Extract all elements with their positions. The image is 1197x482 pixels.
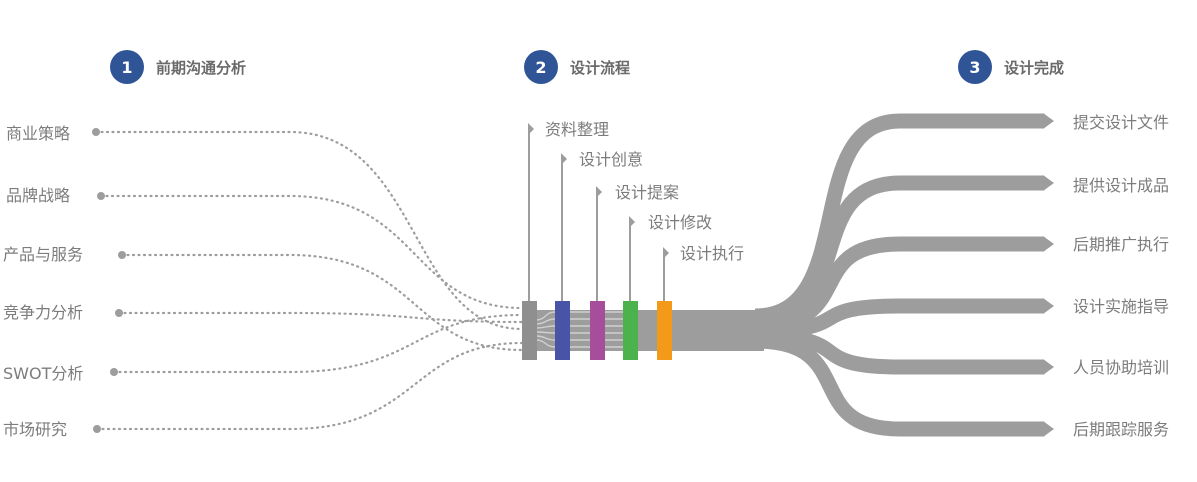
process-bar-blue (555, 301, 570, 360)
process-bars (522, 301, 672, 360)
input-dot-4 (115, 309, 123, 317)
input-link-3 (120, 253, 524, 352)
input-link-6 (95, 341, 524, 431)
step-title-3: 设计完成 (1004, 59, 1064, 77)
step-title-1: 前期沟通分析 (156, 59, 246, 77)
process-label-1: 资料整理 (545, 120, 609, 139)
inner-line-1 (535, 311, 623, 321)
inner-line-5 (535, 335, 623, 341)
input-link-2 (99, 194, 524, 310)
process-bar-gray (522, 301, 537, 360)
process-bar-green (623, 301, 638, 360)
input-dot-2 (97, 192, 105, 200)
output-band-6 (754, 333, 1043, 437)
process-bar-purple (590, 301, 605, 360)
output-label-5: 人员协助培训 (1073, 358, 1169, 377)
input-dot-3 (118, 251, 126, 259)
step-number-3: 3 (969, 58, 980, 77)
process-label-5: 设计执行 (680, 244, 744, 263)
output-arrow-6 (1043, 421, 1054, 437)
step-title-2: 设计流程 (570, 59, 630, 77)
input-labels: 商业策略 品牌战略 产品与服务 竞争力分析 SWOT分析 市场研究 (3, 124, 83, 439)
output-flow-bands (754, 113, 1054, 437)
step-badge-3 (958, 50, 992, 84)
input-label-1: 商业策略 (6, 124, 70, 143)
output-band-5 (754, 328, 1043, 375)
input-label-4: 竞争力分析 (3, 303, 83, 322)
output-label-6: 后期跟踪服务 (1073, 420, 1169, 439)
process-label-2: 设计创意 (579, 150, 643, 169)
process-labels: 资料整理 设计创意 设计提案 设计修改 设计执行 (545, 120, 744, 263)
output-band-3 (754, 236, 1043, 334)
output-label-3: 后期推广执行 (1073, 235, 1169, 254)
step-number-2: 2 (535, 58, 546, 77)
output-arrow-2 (1043, 175, 1054, 191)
input-link-5 (112, 313, 524, 374)
step-header-2: 2 设计流程 (524, 50, 630, 84)
input-dot-6 (93, 425, 101, 433)
input-label-2: 品牌战略 (6, 186, 70, 205)
process-label-3: 设计提案 (615, 183, 679, 202)
process-pointer-2 (561, 153, 567, 165)
inner-line-6 (535, 339, 623, 348)
output-arrow-1 (1043, 113, 1054, 129)
input-dotted-links (92, 128, 524, 433)
process-pointer-1 (528, 123, 534, 135)
input-label-5: SWOT分析 (3, 364, 83, 383)
output-band-2 (754, 175, 1043, 329)
step-header-3: 3 设计完成 (958, 50, 1064, 84)
process-bar-orange (657, 301, 672, 360)
output-label-2: 提供设计成品 (1073, 176, 1169, 195)
output-labels: 提交设计文件 提供设计成品 后期推广执行 设计实施指导 人员协助培训 后期跟踪服… (1073, 113, 1169, 439)
input-label-3: 产品与服务 (3, 245, 83, 264)
inner-line-4 (535, 331, 623, 334)
step-number-1: 1 (121, 58, 132, 77)
trunk-band (536, 310, 764, 351)
inner-line-3 (535, 325, 623, 329)
input-dot-5 (110, 368, 118, 376)
process-stems (528, 123, 669, 301)
inner-bundle-lines (535, 311, 623, 348)
process-pointer-5 (663, 247, 669, 259)
output-label-1: 提交设计文件 (1073, 113, 1169, 132)
inner-line-2 (535, 318, 623, 325)
process-trunk (535, 310, 764, 351)
process-label-4: 设计修改 (648, 213, 712, 232)
input-label-6: 市场研究 (3, 420, 67, 439)
output-band-1 (754, 113, 1043, 324)
output-band-4 (754, 298, 1043, 339)
input-dot-1 (92, 128, 100, 136)
step-badge-2 (524, 50, 558, 84)
input-link-4 (117, 311, 524, 324)
input-link-1 (94, 130, 524, 331)
output-label-4: 设计实施指导 (1073, 297, 1169, 316)
output-arrow-3 (1043, 236, 1054, 252)
output-arrow-4 (1043, 298, 1054, 314)
process-pointer-4 (629, 216, 635, 228)
process-pointer-3 (596, 186, 602, 198)
step-header-1: 1 前期沟通分析 (110, 50, 246, 84)
output-arrow-5 (1043, 359, 1054, 375)
step-badge-1 (110, 50, 144, 84)
